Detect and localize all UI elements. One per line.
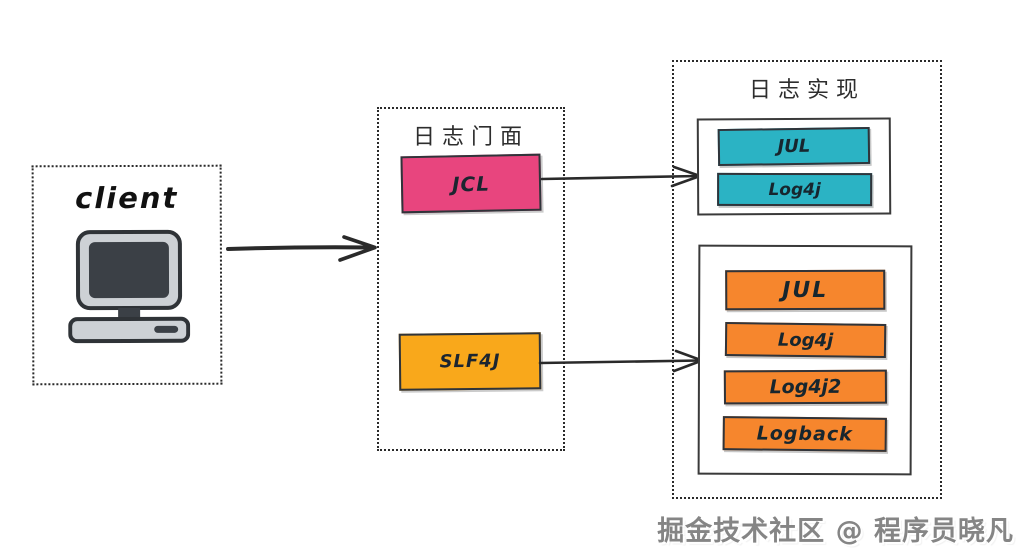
impl-bar-log4j: Log4j bbox=[724, 321, 886, 358]
implementation-group-box: 日志实现 JUL Log4j JUL Log4j Log4j2 Logback bbox=[672, 60, 942, 499]
impl-bar-logback-label: Logback bbox=[756, 421, 853, 446]
facade-item-slf4j: SLF4J bbox=[398, 332, 542, 391]
impl-bar-log4j2-label: Log4j2 bbox=[768, 375, 841, 398]
impl-bar-log4j-label: Log4j bbox=[777, 328, 833, 351]
watermark: 掘金技术社区 @ 程序员晓凡 bbox=[657, 516, 1014, 547]
facade-group-box: 日志门面 JCL SLF4J bbox=[377, 107, 565, 451]
impl-bar-logback: Logback bbox=[722, 415, 887, 452]
impl-bar-log4j2: Log4j2 bbox=[723, 369, 887, 404]
facade-item-jcl: JCL bbox=[400, 153, 542, 214]
facade-item-jcl-label: JCL bbox=[451, 171, 491, 196]
impl-bar-log4j-top-label: Log4j bbox=[767, 178, 821, 200]
client-group-box: client bbox=[31, 164, 223, 386]
impl-bar-log4j-top: Log4j bbox=[716, 172, 872, 206]
client-label: client bbox=[75, 180, 179, 216]
arrow-client-to-facade-icon bbox=[226, 235, 377, 262]
impl-bar-jul-top-label: JUL bbox=[777, 135, 811, 157]
jcl-implementations-box: JUL Log4j bbox=[696, 117, 892, 216]
facade-title: 日志门面 bbox=[412, 125, 529, 150]
implementation-title: 日志实现 bbox=[748, 78, 865, 103]
computer-icon bbox=[68, 229, 191, 344]
impl-bar-jul-label: JUL bbox=[782, 276, 829, 303]
impl-bar-jul-top: JUL bbox=[717, 126, 871, 166]
impl-bar-jul: JUL bbox=[725, 269, 886, 310]
facade-item-slf4j-label: SLF4J bbox=[439, 350, 501, 373]
slf4j-implementations-box: JUL Log4j Log4j2 Logback bbox=[697, 244, 913, 476]
